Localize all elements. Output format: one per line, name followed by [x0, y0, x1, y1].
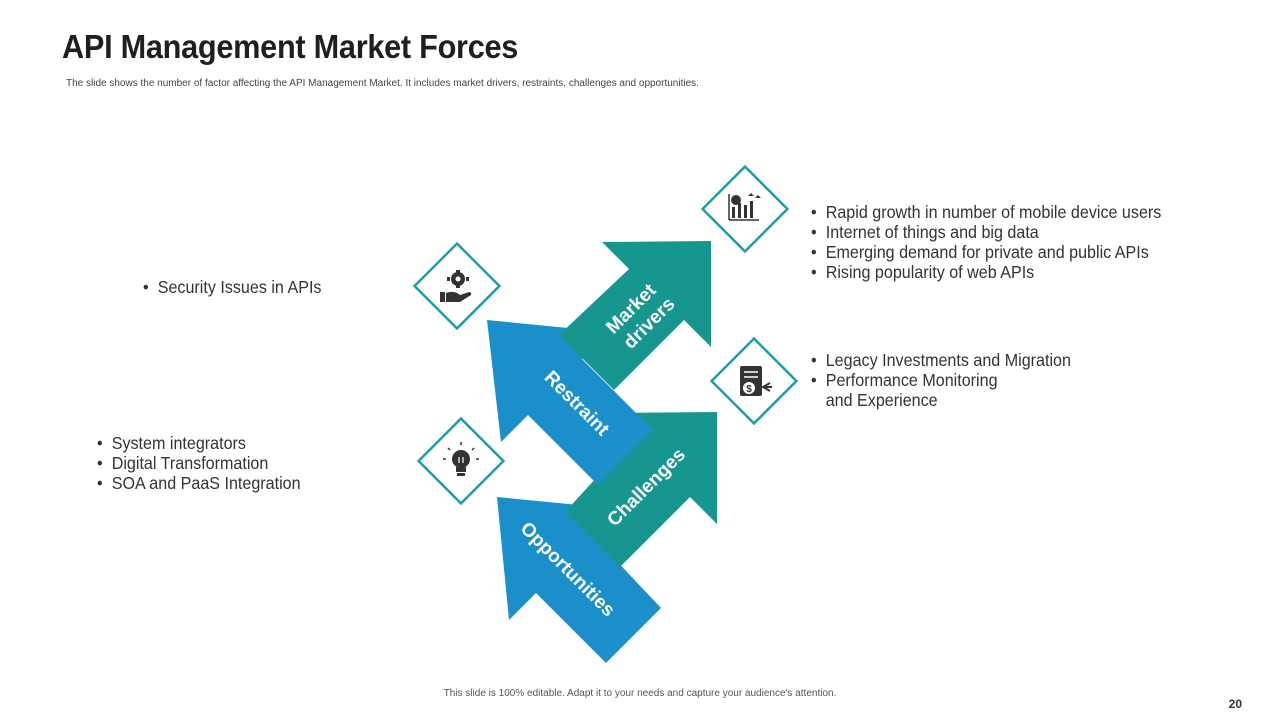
list-item: Security Issues in APIs — [143, 277, 321, 297]
list-item: System integrators — [97, 433, 301, 453]
list-item: Legacy Investments and Migration — [811, 350, 1071, 370]
list-item: SOA and PaaS Integration — [97, 473, 301, 493]
lightbulb-icon — [416, 416, 506, 506]
page-subtitle: The slide shows the number of factor aff… — [66, 78, 699, 89]
list-item: Performance Monitoring — [811, 370, 1071, 390]
restraint-list: Security Issues in APIs — [143, 277, 321, 297]
list-item: Emerging demand for private and public A… — [811, 242, 1161, 262]
list-item: Rapid growth in number of mobile device … — [811, 202, 1161, 222]
opportunities-arrow — [497, 497, 661, 663]
money-document-icon: $ — [709, 336, 799, 426]
svg-text:$: $ — [746, 384, 752, 395]
market-drivers-arrow — [559, 241, 711, 390]
list-item: Internet of things and big data — [811, 222, 1161, 242]
challenges-list: Legacy Investments and Migration Perform… — [811, 350, 1071, 410]
list-item: Rising popularity of web APIs — [811, 262, 1161, 282]
page-title: API Management Market Forces — [62, 28, 519, 65]
chart-growth-icon — [700, 164, 790, 254]
footer-note: This slide is 100% editable. Adapt it to… — [443, 688, 837, 699]
gear-hand-icon — [412, 241, 502, 331]
list-item: Digital Transformation — [97, 453, 301, 473]
page-number: 20 — [1228, 697, 1242, 711]
challenges-arrow — [565, 412, 717, 567]
restraint-arrow — [487, 320, 653, 485]
opportunities-list: System integrators Digital Transformatio… — [97, 433, 301, 493]
market-drivers-list: Rapid growth in number of mobile device … — [811, 202, 1161, 282]
list-item-continuation: and Experience — [825, 390, 938, 410]
